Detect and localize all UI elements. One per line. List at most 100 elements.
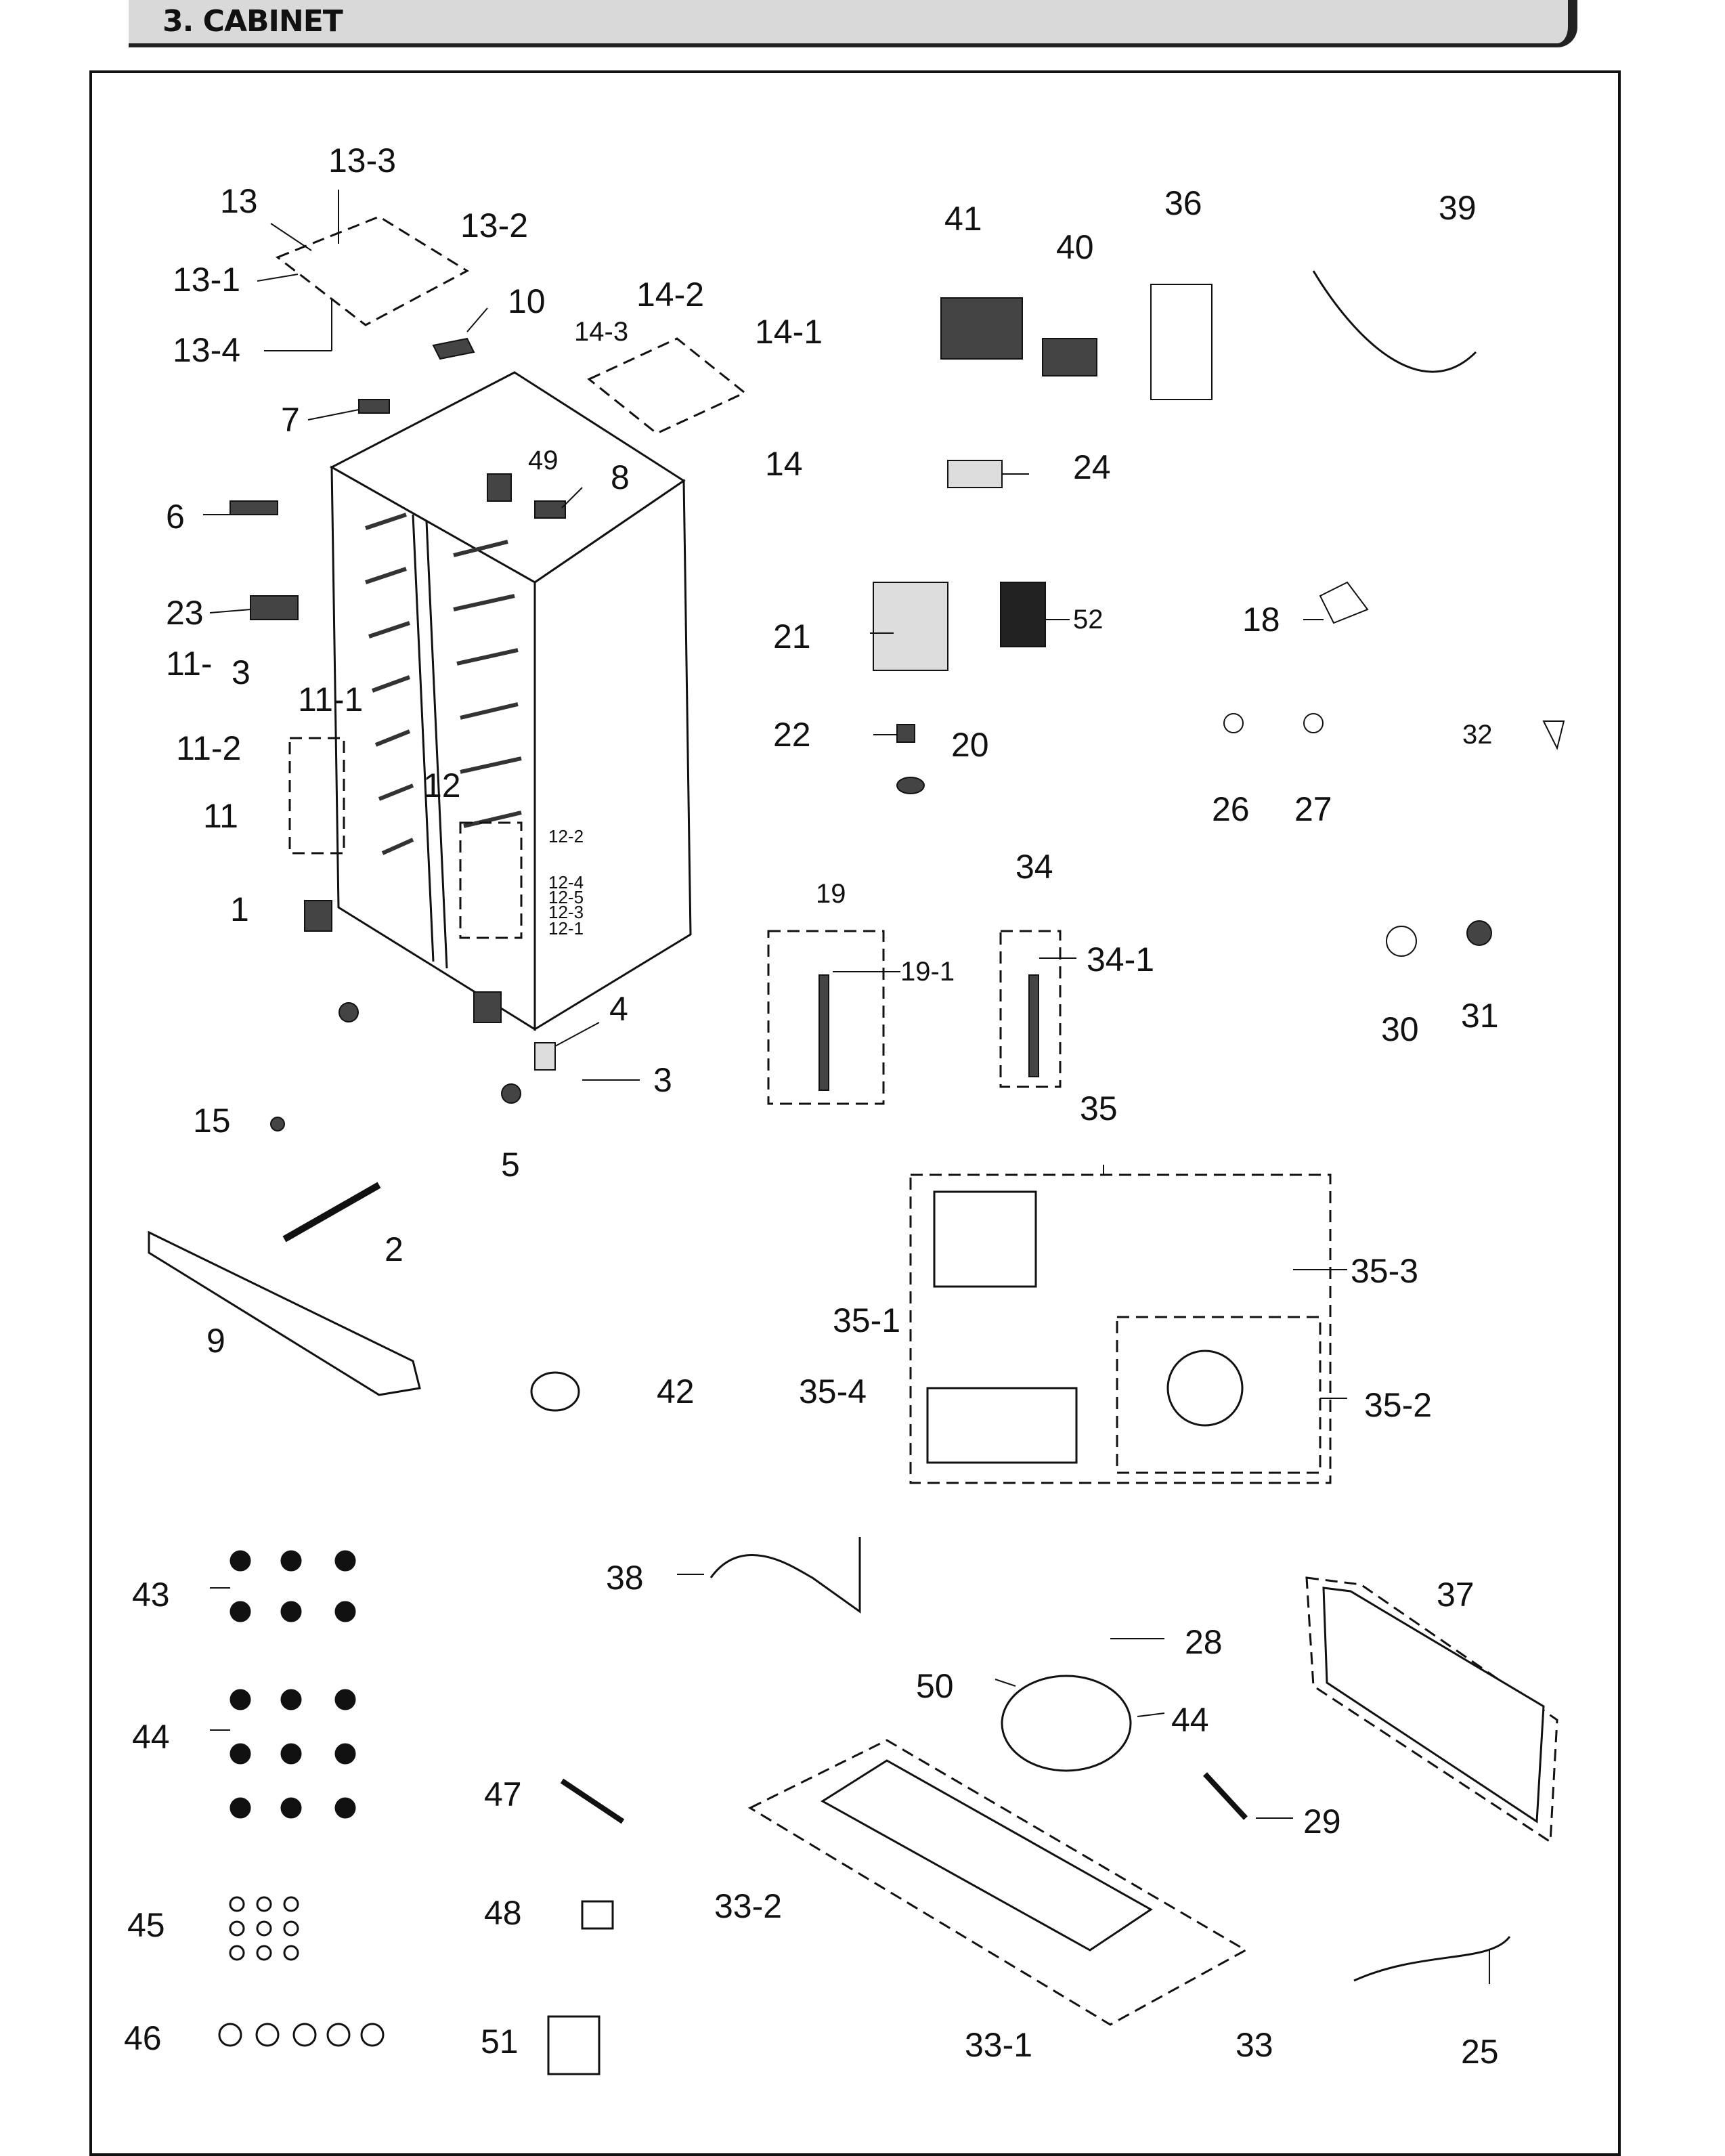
callout-37: 37	[1437, 1576, 1475, 1614]
callout-4: 4	[609, 990, 628, 1028]
callout-30: 30	[1381, 1010, 1419, 1048]
callout-38: 38	[606, 1559, 644, 1597]
callout-44a: 44	[132, 1718, 170, 1756]
callout-14-2: 14-2	[636, 276, 705, 314]
group-19-box	[767, 930, 885, 1105]
part-49-icon	[487, 473, 512, 502]
callout-35-2: 35-2	[1364, 1386, 1433, 1424]
part-19-hose-icon	[818, 974, 829, 1091]
callout-13-3: 13-3	[328, 142, 397, 179]
callout-13-1: 13-1	[173, 261, 241, 299]
callout-11-3b: 3	[232, 653, 250, 691]
part-40-icon	[1042, 338, 1097, 376]
part-27-icon	[1303, 713, 1324, 733]
callout-11-3a: 11-	[166, 645, 213, 683]
part-22-icon	[896, 724, 915, 743]
callout-19-1: 19-1	[900, 957, 955, 987]
callout-52: 52	[1073, 605, 1104, 634]
callout-1: 1	[230, 890, 249, 928]
part-21-icon	[873, 582, 948, 671]
part-18-icon	[1319, 581, 1369, 624]
refrigerator-cabinet-drawing	[329, 371, 692, 1031]
callout-18: 18	[1242, 601, 1280, 639]
callout-2: 2	[385, 1230, 403, 1268]
part-10-icon	[432, 337, 475, 360]
part-24-icon	[947, 460, 1003, 488]
screw-set-43	[230, 1550, 356, 1622]
part-2-icon	[282, 1182, 381, 1243]
part-42-icon	[530, 1371, 580, 1412]
callout-47: 47	[484, 1775, 522, 1813]
group-11-box	[288, 737, 345, 855]
callout-5: 5	[501, 1146, 520, 1184]
callout-29: 29	[1303, 1803, 1341, 1840]
part-38-icon	[709, 1537, 861, 1614]
callout-11-2: 11-2	[176, 729, 242, 767]
callout-40: 40	[1056, 228, 1094, 266]
callout-6: 6	[166, 498, 185, 536]
callout-12-1: 12-1	[548, 918, 584, 939]
callout-41: 41	[944, 200, 982, 238]
callout-39: 39	[1439, 189, 1477, 227]
part-32-icon	[1542, 720, 1565, 750]
part-20-icon	[896, 777, 925, 794]
part-37-panel-icon	[1322, 1587, 1545, 1824]
group-37-box	[1305, 1576, 1558, 1844]
screw-set-44	[230, 1689, 356, 1819]
screw-set-45	[229, 1896, 299, 1961]
callout-12-4: 12-4	[548, 872, 584, 892]
callout-13-2: 13-2	[460, 207, 529, 244]
callout-13-4: 13-4	[173, 331, 241, 369]
callout-25: 25	[1461, 2033, 1499, 2071]
callout-12-5: 12-5	[548, 887, 584, 907]
callout-19: 19	[816, 879, 846, 909]
section-header-bar	[129, 0, 1577, 47]
callout-33-2: 33-2	[714, 1887, 783, 1925]
part-41-icon	[940, 297, 1023, 360]
callout-42: 42	[657, 1373, 695, 1410]
callout-35-4: 35-4	[799, 1373, 867, 1410]
callout-33: 33	[1236, 2026, 1273, 2064]
callout-32: 32	[1462, 720, 1493, 750]
screw-set-46	[218, 2023, 385, 2047]
group-33-box	[747, 1739, 1248, 2026]
part-29-icon	[1203, 1772, 1248, 1820]
part-31-icon	[1466, 920, 1492, 946]
callout-14-1: 14-1	[755, 313, 823, 351]
part-5b-foot-icon	[501, 1083, 521, 1104]
callout-43: 43	[132, 1576, 170, 1614]
callout-24: 24	[1073, 448, 1111, 486]
part-50-compressor-icon	[1001, 1675, 1132, 1772]
callout-3: 3	[653, 1061, 672, 1099]
part-26-icon	[1223, 713, 1244, 733]
part-39-wire-icon	[1312, 270, 1477, 373]
group-35-box	[909, 1173, 1332, 1484]
callout-15: 15	[193, 1102, 231, 1140]
group-12-box	[459, 821, 523, 939]
callout-11-1: 11-1	[298, 681, 364, 718]
callout-45: 45	[127, 1906, 165, 1944]
part-51-icon	[547, 2015, 601, 2075]
part-1-icon	[304, 900, 332, 932]
part-33-base-icon	[821, 1759, 1153, 1952]
part-23-icon	[250, 595, 299, 620]
part-7-icon	[358, 399, 390, 414]
part-30-icon	[1386, 926, 1417, 957]
group-14-box	[587, 337, 747, 435]
callout-14: 14	[765, 445, 803, 483]
part-8-icon	[534, 500, 566, 519]
part-34-hose-icon	[1028, 974, 1039, 1077]
callout-34: 34	[1016, 848, 1053, 886]
part-9-icon	[148, 1230, 421, 1396]
callout-35: 35	[1080, 1090, 1118, 1127]
part-52-icon	[1000, 582, 1046, 647]
callout-12-3: 12-3	[548, 902, 584, 922]
callout-27: 27	[1294, 790, 1332, 828]
part-5-foot-icon	[339, 1002, 359, 1022]
callout-46: 46	[124, 2019, 162, 2057]
callout-48: 48	[484, 1894, 522, 1932]
callout-35-3: 35-3	[1351, 1252, 1419, 1290]
callout-20: 20	[951, 726, 989, 764]
section-title: 3. CABINET	[162, 4, 343, 39]
